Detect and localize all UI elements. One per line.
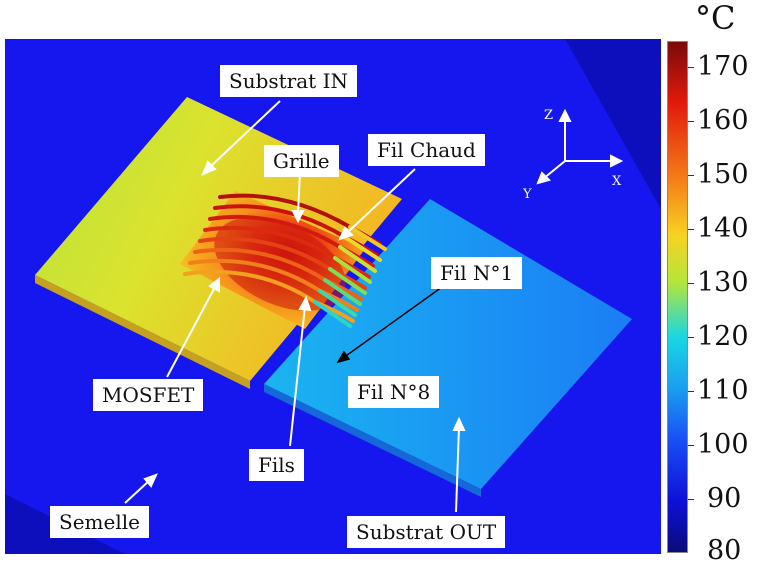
axis-label-z: Z <box>544 108 554 123</box>
colorbar-tick-mark <box>688 121 694 122</box>
colorbar-tick-label: 130 <box>697 267 749 298</box>
thermal-scene <box>5 39 661 554</box>
colorbar-tick-label: 140 <box>697 213 749 244</box>
axis-triad <box>536 108 624 185</box>
colorbar-tick-label: 100 <box>697 429 749 460</box>
colorbar-tick-label: 120 <box>697 321 749 352</box>
annotation-arrows <box>124 100 466 513</box>
axis-label-x: X <box>612 174 622 189</box>
colorbar-tick-mark <box>688 229 694 230</box>
label-substrat-in: Substrat IN <box>220 65 357 97</box>
colorbar-tick-mark <box>688 337 694 338</box>
label-substrat-out: Substrat OUT <box>347 516 506 548</box>
colorbar-tick-mark <box>688 283 694 284</box>
label-grille: Grille <box>264 145 339 177</box>
colorbar-tick-mark <box>688 445 694 446</box>
substrat-out-plate <box>264 199 632 489</box>
colorbar-tick-label: 80 <box>707 535 742 566</box>
label-semelle: Semelle <box>50 506 149 538</box>
colorbar-tick-mark <box>688 175 694 176</box>
substrat-in-side <box>35 275 250 389</box>
colorbar-tick-mark <box>688 391 694 392</box>
colorbar-tick-label: 170 <box>697 51 749 82</box>
colorbar-tick-label: 110 <box>697 375 749 406</box>
substrat-out-side <box>264 384 481 497</box>
label-fils: Fils <box>249 449 304 481</box>
colorbar-tick-label: 160 <box>697 105 749 136</box>
colorbar-tick-mark <box>688 499 694 500</box>
thermal-simulation-view: Z X Y Substrat IN Grille Fil Chaud Fil N… <box>5 39 661 554</box>
bond-wires <box>183 193 387 328</box>
semelle-edge <box>565 39 661 209</box>
axis-label-y: Y <box>523 187 532 202</box>
colorbar-tick-label: 150 <box>697 159 749 190</box>
label-mosfet: MOSFET <box>93 379 204 411</box>
colorbar-tick-label: 90 <box>707 483 742 514</box>
colorbar-unit: °C <box>695 0 736 37</box>
label-fil-n1: Fil N°1 <box>431 257 523 289</box>
label-fil-n8: Fil N°8 <box>348 376 440 408</box>
label-fil-chaud: Fil Chaud <box>368 134 485 166</box>
temperature-colorbar <box>667 41 688 553</box>
colorbar-tick-mark <box>688 67 694 68</box>
wire-numbering-arrow <box>336 281 450 364</box>
